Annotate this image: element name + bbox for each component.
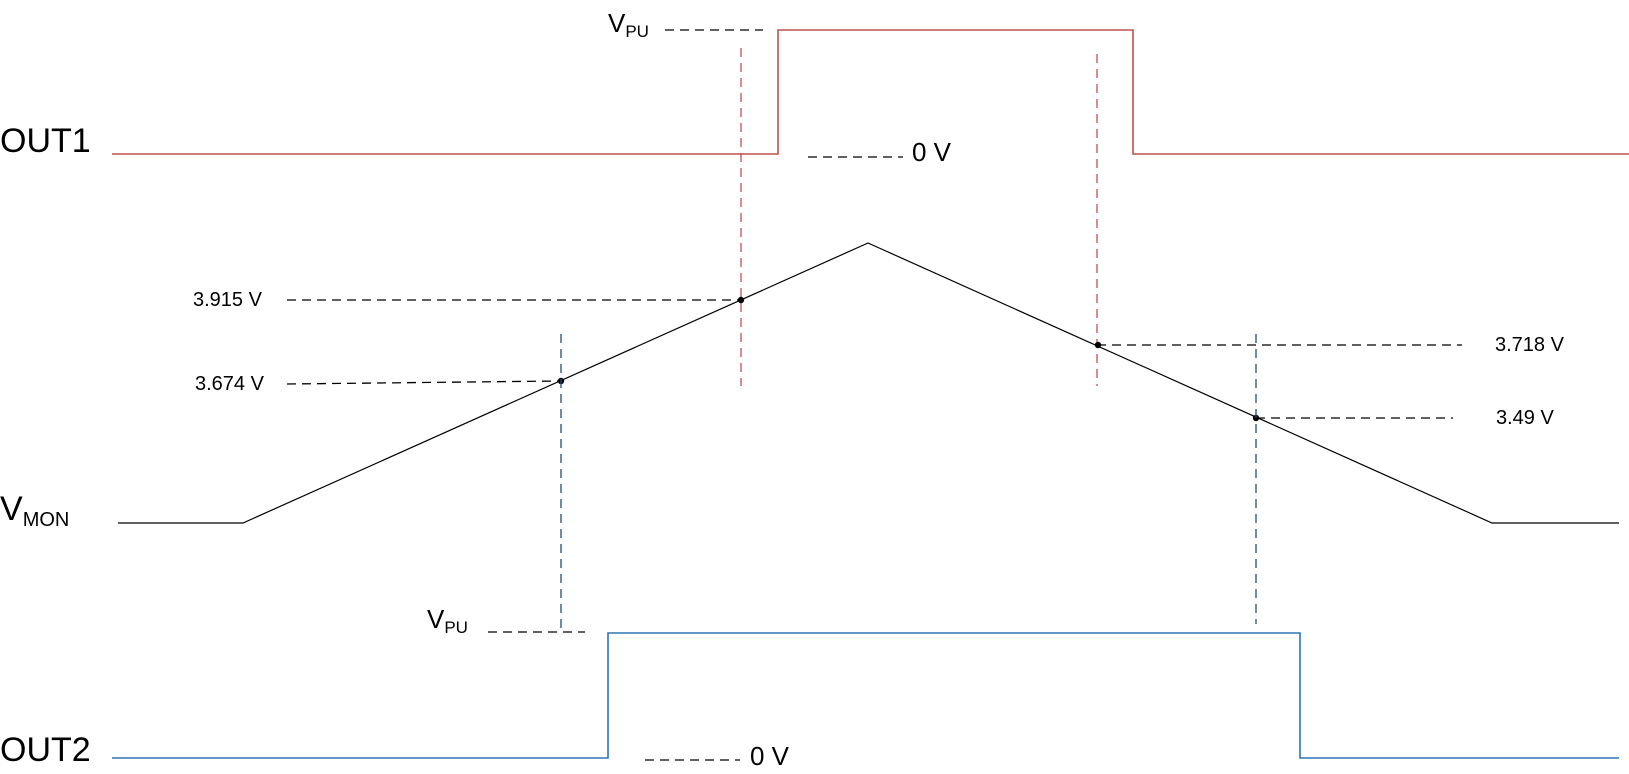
out2-zero-label: 0 V	[750, 741, 790, 771]
out1-waveform	[112, 29, 1629, 155]
out2-signal-label: OUT2	[0, 731, 91, 769]
out1-signal-label: OUT1	[0, 122, 91, 160]
out1-vpu-label: VPU	[608, 8, 649, 41]
threshold-label-349: 3.49 V	[1496, 407, 1554, 429]
out2-vpu-label: VPU	[427, 604, 468, 637]
out1-zero-label: 0 V	[912, 137, 952, 167]
vmon-signal-label: VMON	[0, 490, 69, 531]
threshold-3674-dash	[286, 380, 560, 385]
crossing-point-3718	[1094, 341, 1102, 349]
threshold-label-3674: 3.674 V	[195, 373, 265, 395]
out2-waveform	[112, 632, 1619, 759]
threshold-label-3915: 3.915 V	[193, 289, 263, 311]
vmon-waveform	[118, 242, 1619, 524]
crossing-point-3915	[737, 296, 745, 304]
threshold-label-3718: 3.718 V	[1495, 334, 1565, 356]
